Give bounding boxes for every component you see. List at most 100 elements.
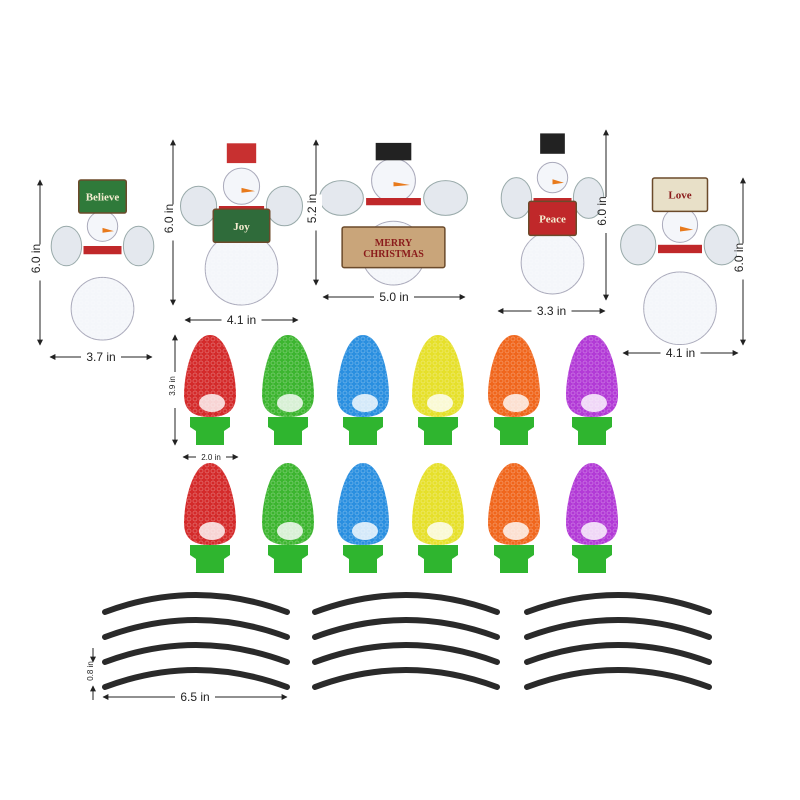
snowman-1-height: 6.0 in	[29, 179, 46, 346]
reflective-texture	[184, 463, 236, 545]
label-bg	[81, 350, 121, 364]
sign: Love	[651, 177, 709, 213]
wire-length: 6.5 in	[102, 690, 288, 704]
snowman-5: Love	[620, 177, 740, 346]
bulb-row1-3	[337, 335, 389, 445]
snowman-head	[661, 206, 699, 243]
carrot-nose	[552, 179, 564, 185]
wire-2-4	[312, 667, 500, 690]
label-bg	[660, 346, 701, 360]
wire-3-3	[524, 642, 712, 665]
label-bg	[374, 290, 414, 304]
reflective-texture	[488, 335, 540, 417]
label-bg	[34, 244, 46, 281]
bulb-base	[343, 545, 383, 573]
reflective-texture	[412, 335, 464, 417]
bulb-row1-2	[262, 335, 314, 445]
snowman-2: Joy	[179, 143, 304, 306]
snowman-head	[536, 161, 569, 194]
wing-right	[423, 180, 468, 216]
bulb-row1-6	[566, 335, 618, 445]
sign-text: CHRISTMAS	[363, 249, 424, 260]
reflective-texture	[566, 335, 618, 417]
sign-text: Peace	[539, 213, 566, 225]
hat-icon	[375, 142, 412, 161]
snowman-5-height: 6.0 in	[732, 177, 749, 346]
bulb-base	[343, 417, 383, 445]
snowman-1-width: 3.7 in	[49, 350, 153, 364]
wire-2-2	[312, 617, 500, 640]
reflective-texture	[337, 335, 389, 417]
carrot-nose	[241, 187, 256, 193]
dimension-label: 3.7 in	[86, 350, 115, 364]
wire-1-2	[102, 617, 290, 640]
hat-icon	[226, 143, 257, 164]
bulb-base	[268, 417, 308, 445]
reflective-texture	[205, 232, 278, 305]
reflective-texture	[412, 463, 464, 545]
sign: Believe	[78, 179, 127, 214]
bulb-row2-4	[412, 463, 464, 573]
snowman-head	[222, 167, 261, 205]
dimension-label: 6.5 in	[180, 690, 209, 704]
bulb-base	[494, 545, 534, 573]
label-bg	[169, 372, 181, 408]
reflective-texture	[71, 277, 134, 341]
wire-3-4	[524, 667, 712, 690]
wire-1-4	[102, 667, 290, 690]
dimension-label: 2.0 in	[201, 453, 221, 462]
sign-text: Love	[668, 190, 691, 202]
bulb-row1-1	[184, 335, 236, 445]
sign-board	[212, 208, 271, 244]
reflective-texture	[262, 463, 314, 545]
bulb-row1-4	[412, 335, 464, 445]
dimension-label: 3.3 in	[537, 304, 566, 318]
snowman-3-width: 5.0 in	[322, 290, 466, 304]
reflective-texture	[643, 271, 717, 345]
label-bg	[167, 204, 179, 241]
sign-board	[651, 177, 709, 213]
reflective-texture	[521, 231, 584, 294]
bulb-height: 3.9 in	[168, 334, 181, 446]
bulb-base	[572, 545, 612, 573]
sign: Peace	[528, 200, 577, 237]
wire-2-1	[312, 592, 500, 615]
wire-1-3	[102, 642, 290, 665]
label-bg	[196, 451, 226, 463]
reflective-texture	[566, 463, 618, 545]
wire-3-1	[524, 592, 712, 615]
scarf	[366, 198, 421, 206]
wing-left	[50, 225, 83, 267]
sign-board	[528, 200, 577, 237]
carrot-nose	[102, 227, 114, 233]
label-bg	[310, 194, 322, 231]
dimension-label: 6.0 in	[595, 196, 609, 225]
wing-left	[319, 180, 364, 216]
dimension-label: 0.8 in	[86, 661, 95, 681]
snowman-2-width: 4.1 in	[184, 313, 299, 327]
sign-board	[341, 226, 446, 269]
sign-text: Believe	[86, 192, 120, 204]
bulb-row2-5	[488, 463, 540, 573]
wing-right	[265, 185, 304, 227]
wire-2-3	[312, 642, 500, 665]
snowman-2-height: 6.0 in	[162, 139, 179, 306]
wing-left	[620, 224, 657, 266]
bulb-base	[418, 417, 458, 445]
sign-board	[78, 179, 127, 214]
bulb-row2-1	[184, 463, 236, 573]
dimension-label: 4.1 in	[227, 313, 256, 327]
wing-left	[179, 185, 218, 227]
snowman-4-height: 6.0 in	[595, 129, 612, 301]
scarf	[83, 246, 122, 255]
scarf	[658, 244, 702, 254]
reflective-texture	[337, 463, 389, 545]
bulb-base	[418, 545, 458, 573]
wires-group	[102, 592, 712, 690]
snowman-3-height: 5.2 in	[305, 139, 322, 286]
sign-text: Joy	[233, 221, 250, 233]
bulb-base	[572, 417, 612, 445]
hat-icon	[540, 133, 565, 154]
